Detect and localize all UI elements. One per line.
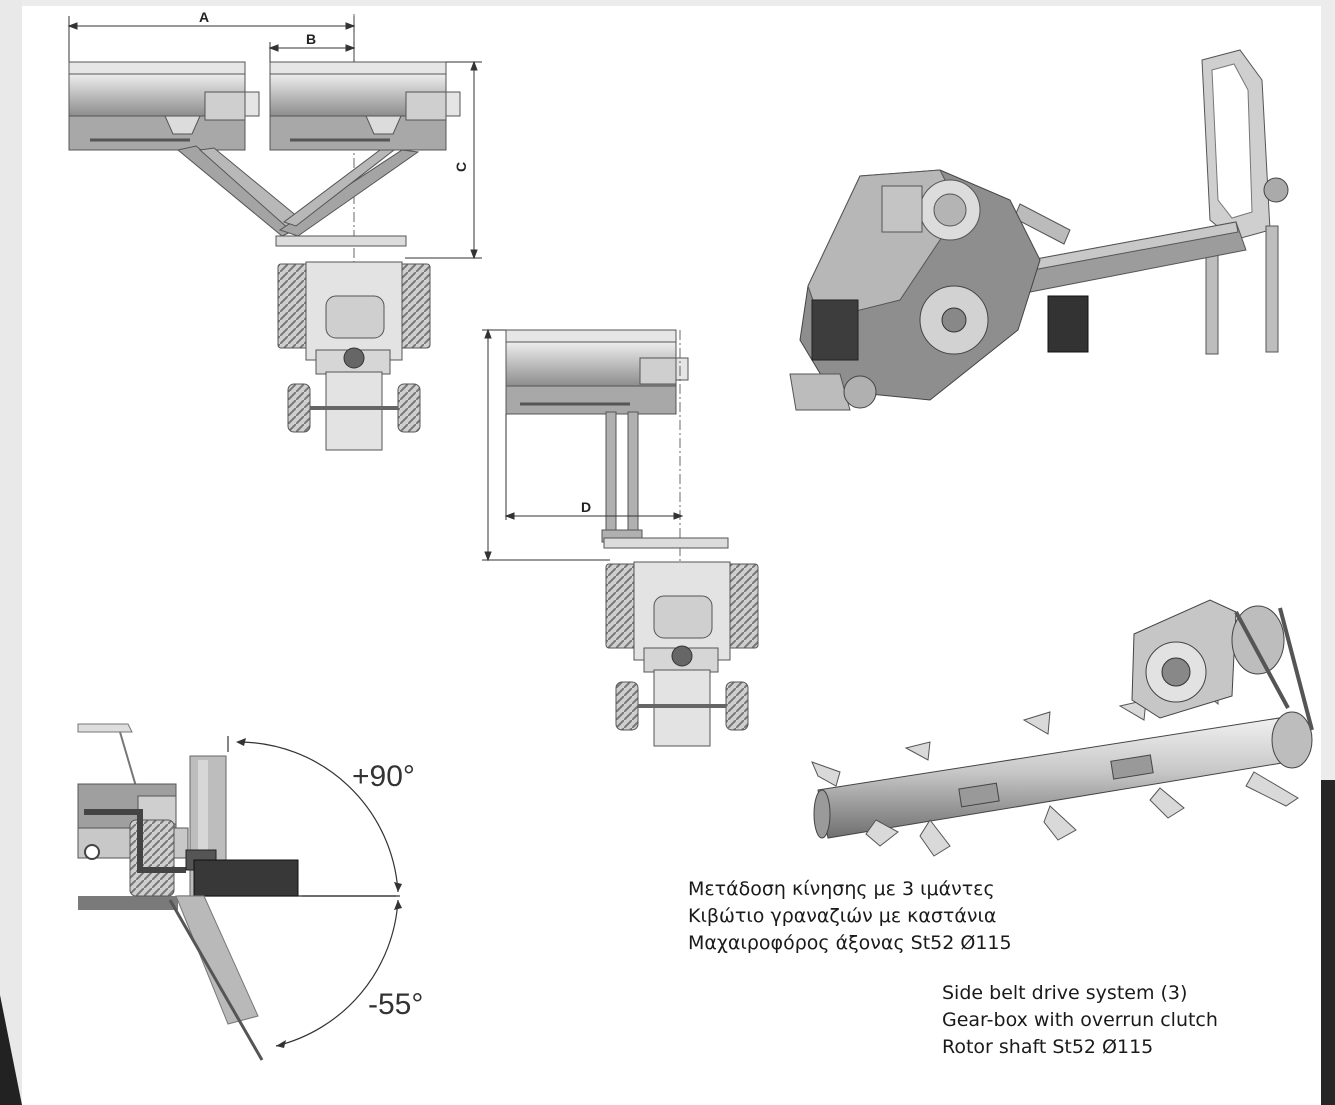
rotor-shaft-render [811, 599, 1314, 857]
caption-greek: Μετάδοση κίνησης με 3 ιμάντες Κιβώτιο γρ… [688, 876, 1012, 957]
caption-english: Side belt drive system (3) Gear-box with… [942, 980, 1218, 1061]
side-accent-bar [1321, 780, 1335, 1105]
straight-top-view: D [482, 328, 759, 747]
caption-greek-line: Μαχαιροφόρος άξονας St52 Ø115 [688, 932, 1012, 954]
tractor-top-view [275, 235, 431, 451]
caption-greek-line: Μετάδοση κίνησης με 3 ιμάντες [688, 878, 995, 900]
mulcher-3d-render [789, 49, 1289, 411]
dimension-b [268, 42, 356, 64]
caption-greek-line: Κιβώτιο γραναζιών με καστάνια [688, 905, 997, 927]
caption-english-line: Gear-box with overrun clutch [942, 1009, 1218, 1031]
dimension-c [405, 60, 482, 260]
page-frame-top [0, 0, 1335, 6]
dimension-d-label: D [581, 499, 591, 515]
dimension-c-label: C [453, 162, 469, 172]
angle-up-label: +90° [352, 760, 415, 793]
dimension-a-label: A [199, 9, 209, 25]
angle-down-label: -55° [368, 988, 423, 1021]
caption-english-line: Rotor shaft St52 Ø115 [942, 1036, 1154, 1058]
caption-english-line: Side belt drive system (3) [942, 982, 1188, 1004]
offset-top-view: A B [67, 9, 482, 451]
dimension-d [504, 512, 684, 520]
mulcher-left-position [68, 61, 260, 151]
articulated-arms [176, 145, 420, 237]
corner-accent [0, 995, 22, 1105]
tilt-side-view: +90° -55° [77, 723, 423, 1061]
tractor-top-view-2 [603, 537, 759, 747]
page-frame-left [0, 0, 22, 1105]
mulcher-center-position [505, 329, 689, 415]
dimension-vertical-total [482, 328, 610, 562]
dimension-b-label: B [306, 31, 316, 47]
straight-arm [601, 411, 643, 543]
mulcher-right-position [269, 61, 461, 151]
